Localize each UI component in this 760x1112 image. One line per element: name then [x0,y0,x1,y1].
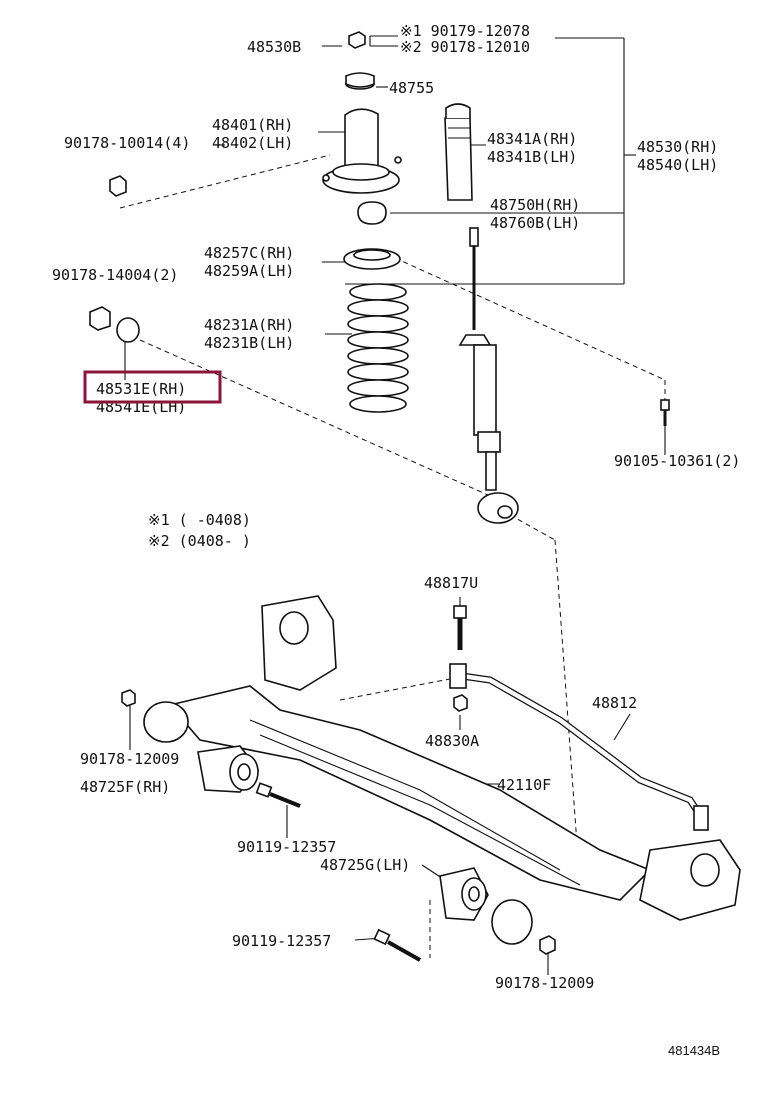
nut-90178-12009-a [121,689,136,707]
label-90119-12357-b: 90119-12357 [232,932,331,950]
label-48830A: 48830A [425,732,479,750]
bound-stopper [444,117,473,201]
label-note1: ※1 ( -0408) [148,511,251,529]
label-48755: 48755 [389,79,434,97]
label-90178-12009-a: 90178-12009 [80,750,179,768]
bolt-90119-a [255,782,301,808]
bolt-48817U [453,605,467,650]
label-48259A: 48259A(LH) [204,262,294,280]
label-48725F: 48725F(RH) [80,778,170,796]
label-48750H: 48750H(RH) [490,196,580,214]
label-48531E: 48531E(RH) [96,380,186,398]
label-90178-10014: 90178-10014(4) [64,134,190,152]
label-48540: 48540(LH) [637,156,718,174]
shock-absorber [458,227,519,524]
label-48341A: 48341A(RH) [487,130,577,148]
label-48231A: 48231A(RH) [204,316,294,334]
label-48401: 48401(RH) [212,116,293,134]
strut-support [344,108,379,173]
nut-90178-10014 [109,175,127,197]
coil-spring [347,283,409,413]
label-90119-12357-a: 90119-12357 [237,838,336,856]
right-bracket [639,839,741,921]
label-ref1: ※1 90179-12078 [400,22,530,40]
label-ref2: ※2 90178-12010 [400,38,530,56]
label-48402: 48402(LH) [212,134,293,152]
highlight-box [83,370,222,404]
label-48530B: 48530B [247,38,301,56]
strut-assembly [89,31,670,524]
spring-upper-insulator [357,201,387,225]
label-90178-12009-b: 90178-12009 [495,974,594,992]
label-48725G: 48725G(LH) [320,856,410,874]
label-48817U: 48817U [424,574,478,592]
nut-90178-12009-b [539,935,556,955]
insulator-48531E [116,317,140,343]
nut-top [348,31,366,49]
label-48812: 48812 [592,694,637,712]
bolt-90105 [660,399,670,426]
label-48257C: 48257C(RH) [204,244,294,262]
bolt-90119-b [373,928,421,962]
label-42110F: 42110F [497,776,551,794]
axle-assembly [121,595,741,962]
bush-48725G [439,867,489,921]
cushion-48755 [345,72,375,88]
label-48530: 48530(RH) [637,138,718,156]
label-48760B: 48760B(LH) [490,214,580,232]
label-48341B: 48341B(LH) [487,148,577,166]
nut-90178-14004 [89,306,111,331]
label-90178-14004: 90178-14004(2) [52,266,178,284]
label-90105-10361: 90105-10361(2) [614,452,740,470]
bush-48725F [197,745,260,793]
diagram-id: 481434B [668,1043,720,1058]
part-labels: 48530B ※1 90179-12078 ※2 90178-12010 487… [52,22,740,1058]
assembly-dashes [119,154,666,958]
bush-48830A [449,663,467,689]
label-48231B: 48231B(LH) [204,334,294,352]
label-note2: ※2 (0408- ) [148,532,251,550]
